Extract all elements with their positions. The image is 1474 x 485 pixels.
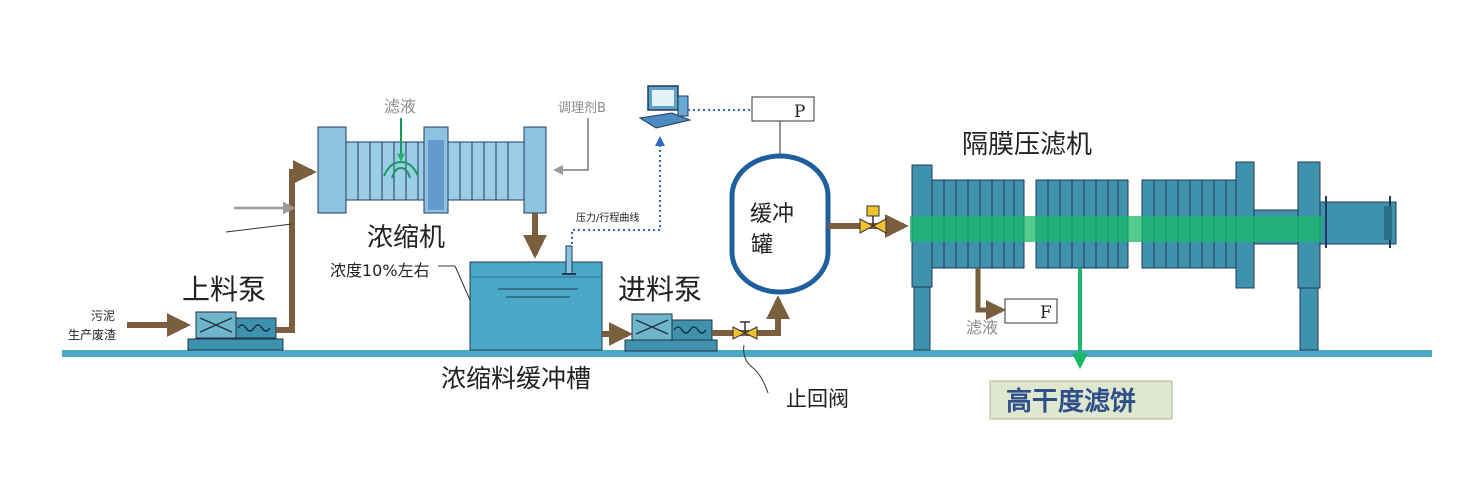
pressure-curve-label: 压力/行程曲线 — [576, 211, 639, 224]
pressure-gauge[interactable] — [751, 96, 815, 157]
flow-meter[interactable] — [1004, 298, 1058, 324]
product-box — [989, 380, 1173, 420]
sensor-signal-line — [571, 136, 665, 244]
sludge-label-2: 生产废渣 — [68, 327, 116, 342]
sludge-label-1: 污泥 — [91, 309, 115, 323]
flow-meter-label: F — [1040, 303, 1052, 323]
concentration-pointer-2 — [454, 265, 471, 301]
product-label: 高干度滤饼 — [1006, 386, 1136, 417]
thickener-filtrate-arrow — [383, 118, 419, 179]
inlet-pump[interactable] — [624, 313, 718, 352]
feed-pipe-to-thickener — [276, 160, 317, 333]
check-valve-pointer — [743, 344, 769, 394]
conditioner-label: 调理剂B — [558, 101, 606, 116]
cake-flow-band — [910, 216, 1322, 242]
aux-line — [225, 223, 293, 233]
filtrate-bottom-label: 滤液 — [966, 318, 998, 337]
feed-pump[interactable] — [187, 311, 284, 351]
feed-pump-label: 上料泵 — [182, 273, 266, 306]
buffer-tank-label-1: 缓冲 — [750, 202, 794, 227]
filtrate-top-label: 滤液 — [384, 97, 416, 116]
thickened-buffer-tank[interactable] — [469, 245, 603, 351]
filter-press-label: 隔膜压滤机 — [962, 130, 1092, 160]
thickener[interactable] — [317, 126, 547, 214]
check-valve-label: 止回阀 — [786, 387, 849, 411]
ground-line — [62, 350, 1432, 357]
concentration-label: 浓度10%左右 — [330, 261, 430, 280]
thickener-label: 浓缩机 — [367, 223, 445, 253]
thickened-tank-label: 浓缩料缓冲槽 — [441, 364, 591, 393]
conditioner-arrow — [553, 118, 589, 175]
valve-icon[interactable] — [859, 205, 887, 234]
press-filtrate-pipe — [975, 268, 1006, 320]
computer-icon[interactable] — [638, 85, 692, 129]
check-valve-icon[interactable] — [732, 321, 758, 340]
pressure-gauge-label: P — [794, 102, 805, 122]
inlet-pump-label: 进料泵 — [618, 273, 702, 306]
buffer-tank-label-2: 罐 — [751, 233, 773, 258]
